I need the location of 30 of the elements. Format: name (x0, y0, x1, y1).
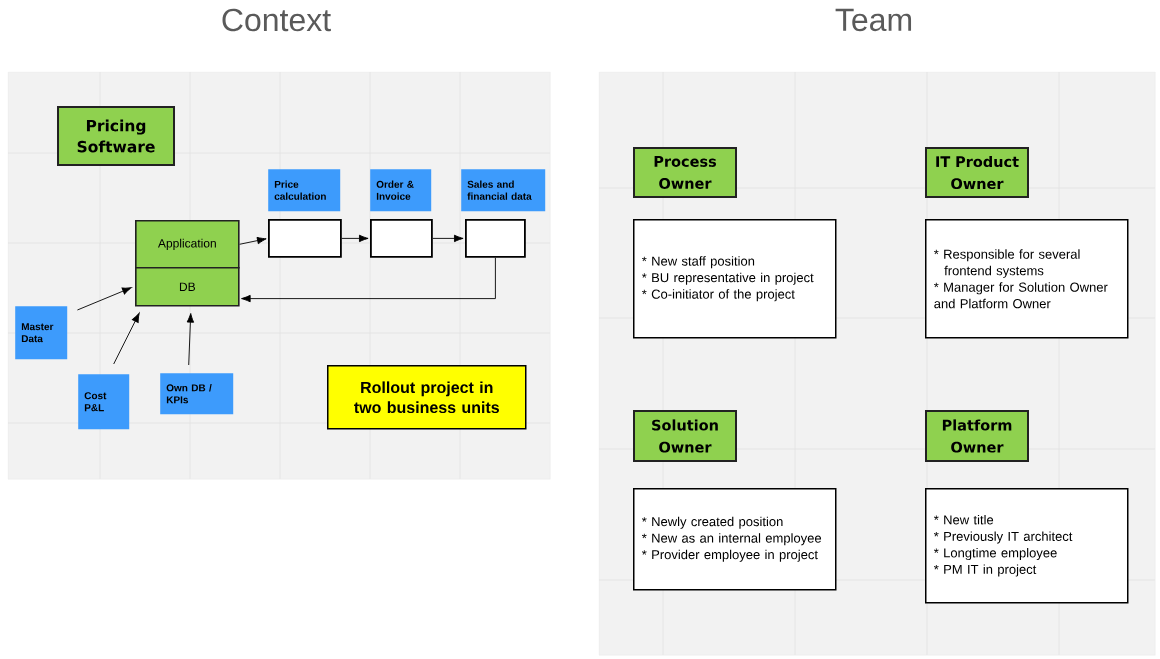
role-box: Process Owner (633, 147, 737, 198)
sticky-note: Sales and financial data (461, 169, 546, 212)
sticky-note: Master Data (15, 306, 68, 360)
note-box: Rollout project in two business units (327, 365, 527, 430)
arrow (239, 236, 267, 245)
description-box: * New title * Previously IT architect * Longtime employee * PM IT in project (925, 488, 1129, 604)
arrow (76, 287, 132, 311)
role-box: IT Product Owner (925, 147, 1029, 198)
arrow (241, 257, 496, 303)
application-box: Application (135, 220, 240, 269)
description-box: * New staff position * BU representative in project * Co-initiator of the project (633, 219, 837, 339)
arrow (432, 234, 464, 243)
sticky-note: Cost P&L (78, 374, 130, 430)
system-box (465, 219, 526, 258)
arrow (186, 313, 195, 366)
role-box: Solution Owner (633, 410, 737, 462)
database-box: DB (135, 267, 240, 307)
sticky-note: Order & Invoice (370, 169, 432, 212)
description-box: * Newly created position * New as an internal employee * Provider employee in project (633, 488, 837, 591)
sticky-note: Price calculation (268, 169, 341, 212)
arrow (341, 234, 369, 243)
role-box: Platform Owner (925, 410, 1029, 462)
description-box: * Responsible for several frontend systems * Manager for Solution Owner and Platform Owner (925, 219, 1129, 339)
panel-heading: Team (835, 8, 912, 32)
sticky-note: Own DB / KPIs (160, 373, 234, 415)
title-box: Pricing Software (57, 106, 175, 166)
panel-heading: Context (222, 8, 331, 32)
system-box (268, 219, 342, 258)
system-box (370, 219, 433, 258)
arrow (113, 312, 140, 365)
